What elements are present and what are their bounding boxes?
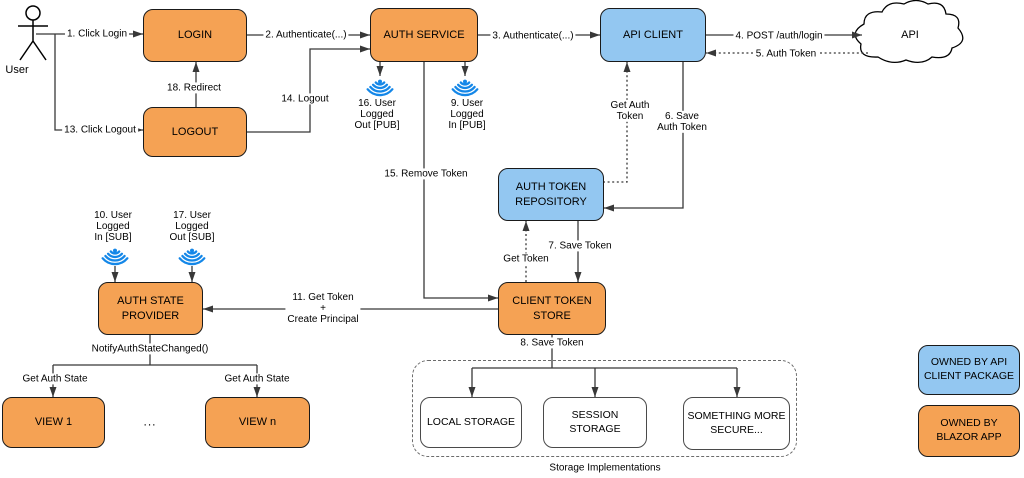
node-auth-token-repository-label: AUTH TOKEN REPOSITORY bbox=[515, 181, 587, 208]
node-auth-service-label: AUTH SERVICE bbox=[383, 28, 465, 41]
node-logout: LOGOUT bbox=[143, 107, 247, 157]
user-actor-label: User bbox=[5, 63, 29, 76]
edge-label-get-token-create-principal: 11. Get Token + Create Principal bbox=[285, 292, 361, 326]
broadcast-icon-user-logged-in-pub bbox=[451, 78, 479, 97]
edge-label-user-logged-in-sub: 10. User Logged In [SUB] bbox=[92, 210, 134, 244]
node-auth-state-provider-label: AUTH STATE PROVIDER bbox=[117, 295, 184, 322]
edge-label-user-logged-in-pub: 9. User Logged In [PUB] bbox=[446, 98, 488, 132]
node-something-more-secure-label: SOMETHING MORE SECURE... bbox=[687, 409, 786, 436]
user-actor-icon bbox=[18, 5, 48, 61]
views-ellipsis: ... bbox=[143, 414, 157, 429]
legend-owned-by-blazor-app: OWNED BY BLAZOR APP bbox=[918, 405, 1020, 457]
node-api-client: API CLIENT bbox=[600, 8, 706, 62]
broadcast-icon-user-logged-out-sub bbox=[178, 247, 206, 266]
storage-implementations-group bbox=[412, 360, 797, 457]
edge-label-user-logged-out-pub: 16. User Logged Out [PUB] bbox=[352, 98, 402, 132]
cloud-shape bbox=[854, 0, 964, 64]
edge-label-click-login: 1. Click Login bbox=[64, 28, 130, 40]
edge-label-click-logout: 13. Click Logout bbox=[62, 124, 138, 136]
connector-remove-token-15 bbox=[423, 62, 498, 302]
node-auth-state-provider: AUTH STATE PROVIDER bbox=[98, 282, 203, 335]
node-api-client-label: API CLIENT bbox=[623, 28, 683, 41]
edge-label-logout-14: 14. Logout bbox=[279, 93, 331, 105]
node-session-storage: SESSION STORAGE bbox=[543, 397, 647, 448]
edge-label-get-auth-state-right: Get Auth State bbox=[222, 373, 292, 385]
edge-label-get-auth-state-left: Get Auth State bbox=[20, 373, 90, 385]
broadcast-icon-user-logged-out-pub bbox=[366, 78, 394, 97]
node-view-n: VIEW n bbox=[205, 397, 310, 448]
edge-label-post-auth-login: 4. POST /auth/login bbox=[733, 30, 825, 42]
edge-label-save-auth-token-6: 6. Save Auth Token bbox=[655, 110, 709, 134]
legend-blazor-app-label: OWNED BY BLAZOR APP bbox=[936, 417, 1002, 443]
connector-get-auth-token bbox=[603, 62, 631, 183]
node-client-token-store: CLIENT TOKEN STORE bbox=[498, 282, 606, 335]
node-view-1-label: VIEW 1 bbox=[34, 416, 73, 429]
edge-label-authenticate-2: 2. Authenticate(...) bbox=[263, 29, 349, 41]
edge-label-get-token: Get Token bbox=[501, 253, 551, 265]
edge-label-save-token-7: 7. Save Token bbox=[546, 240, 614, 252]
connector-save-auth-token-6 bbox=[604, 62, 684, 212]
node-api-cloud-label: API bbox=[901, 28, 919, 41]
node-local-storage-label: LOCAL STORAGE bbox=[426, 415, 516, 428]
edge-label-auth-token-5: 5. Auth Token bbox=[753, 48, 819, 60]
edge-label-user-logged-out-sub: 17. User Logged Out [SUB] bbox=[167, 210, 217, 244]
legend-api-client-package-label: OWNED BY API CLIENT PACKAGE bbox=[923, 356, 1015, 382]
node-logout-label: LOGOUT bbox=[171, 125, 219, 138]
node-something-more-secure: SOMETHING MORE SECURE... bbox=[683, 397, 790, 450]
node-view-1: VIEW 1 bbox=[2, 397, 105, 448]
legend-owned-by-api-client-package: OWNED BY API CLIENT PACKAGE bbox=[918, 345, 1020, 395]
node-client-token-store-label: CLIENT TOKEN STORE bbox=[512, 295, 592, 322]
node-view-n-label: VIEW n bbox=[238, 416, 277, 429]
node-auth-service: AUTH SERVICE bbox=[370, 8, 478, 62]
edge-label-notify-auth-state-changed: NotifyAuthStateChanged() bbox=[89, 343, 211, 355]
connector-logout-14 bbox=[247, 45, 370, 133]
connector-click-logout bbox=[54, 34, 143, 134]
edge-label-redirect-18: 18. Redirect bbox=[165, 82, 223, 94]
node-auth-token-repository: AUTH TOKEN REPOSITORY bbox=[498, 168, 604, 221]
broadcast-icon-user-logged-in-sub bbox=[101, 247, 129, 266]
node-login: LOGIN bbox=[143, 9, 247, 62]
edge-label-authenticate-3: 3. Authenticate(...) bbox=[490, 30, 576, 42]
storage-group-caption: Storage Implementations bbox=[549, 462, 661, 474]
edge-label-save-token-8: 8. Save Token bbox=[518, 337, 586, 349]
node-session-storage-label: SESSION STORAGE bbox=[569, 408, 621, 435]
edge-label-get-auth-token: Get Auth Token bbox=[608, 99, 652, 123]
node-login-label: LOGIN bbox=[177, 29, 213, 42]
edge-label-remove-token-15: 15. Remove Token bbox=[382, 168, 470, 180]
node-local-storage: LOCAL STORAGE bbox=[420, 397, 522, 448]
